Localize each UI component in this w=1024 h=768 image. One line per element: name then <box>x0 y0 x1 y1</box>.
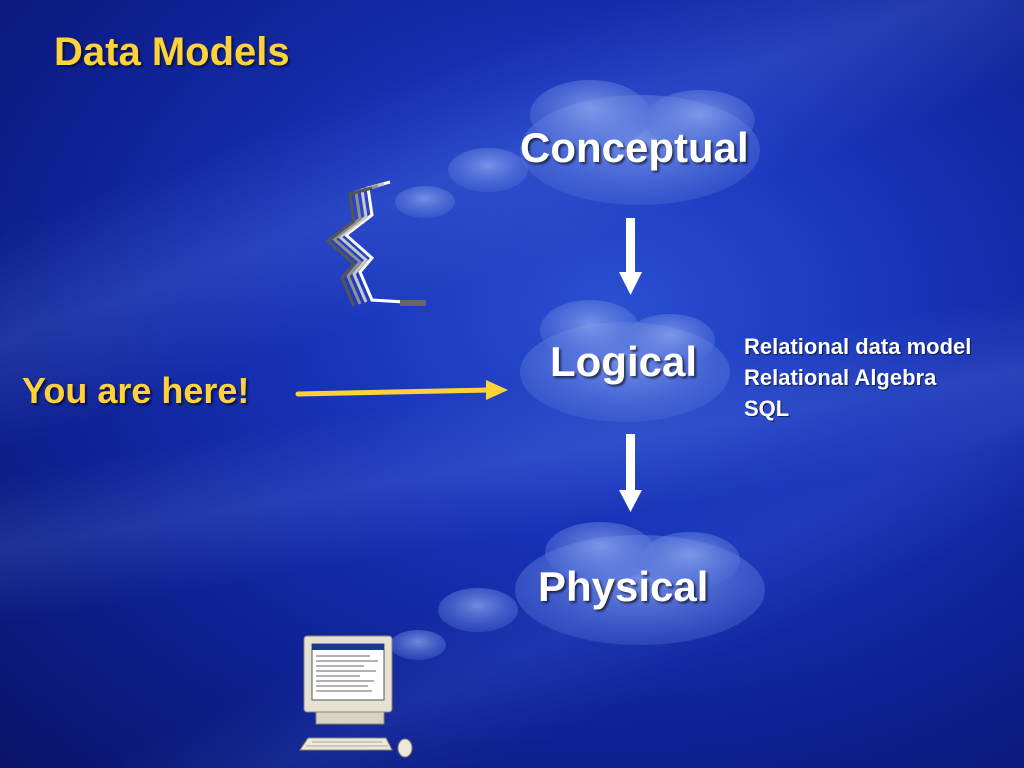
cloud-conceptual <box>520 80 760 205</box>
cloud-logical <box>520 300 730 422</box>
note-sql: SQL <box>744 396 790 421</box>
arrow-conceptual-to-logical <box>619 218 642 295</box>
slide-title: Data Models <box>54 30 290 74</box>
note-relational-data-model: Relational data model <box>744 334 972 359</box>
you-are-here-label: You are here! <box>22 370 250 411</box>
arrow-logical-to-physical <box>619 434 642 512</box>
node-conceptual-label: Conceptual <box>520 124 749 171</box>
node-physical-label: Physical <box>538 563 709 610</box>
note-relational-algebra: Relational Algebra <box>744 365 937 390</box>
cloud-puff-small-top <box>395 148 528 218</box>
cloud-physical <box>515 522 765 645</box>
cloud-puff-small-bottom <box>390 588 518 660</box>
pointer-arrow <box>295 380 508 400</box>
logical-notes: Relational data model Relational Algebra… <box>744 331 971 424</box>
node-logical-label: Logical <box>550 338 698 385</box>
